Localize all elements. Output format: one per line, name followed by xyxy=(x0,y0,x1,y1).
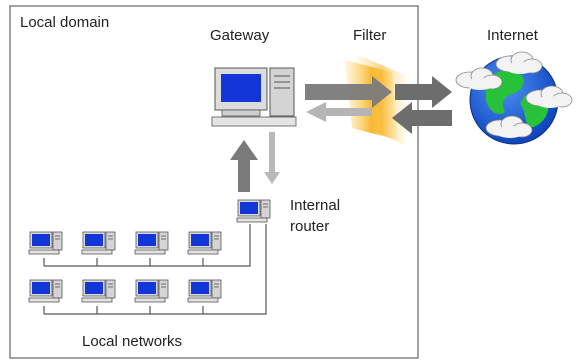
workstation-computer-icon xyxy=(28,231,63,255)
gateway-computer-icon xyxy=(211,67,297,127)
internal-router-label-line1: Internal xyxy=(290,197,340,214)
workstation-computer-icon xyxy=(81,279,116,303)
cloud-icon xyxy=(495,51,543,75)
workstation-computer-icon xyxy=(134,279,169,303)
workstation-computer-icon xyxy=(187,231,222,255)
arrow-icon xyxy=(305,76,452,134)
network-wiring xyxy=(43,224,267,315)
workstation-computer-icon xyxy=(134,231,169,255)
internal-router-label-line2: router xyxy=(290,218,329,235)
workstation-computer-icon xyxy=(187,279,222,303)
router-gateway-arrows xyxy=(230,132,280,192)
filter-label: Filter xyxy=(353,27,386,44)
local-domain-label: Local domain xyxy=(20,14,109,31)
local-domain-border xyxy=(9,5,419,359)
internet-label: Internet xyxy=(487,27,539,44)
local-networks-label: Local networks xyxy=(82,333,182,350)
gateway-label: Gateway xyxy=(210,27,270,44)
internal-router-icon xyxy=(236,199,271,223)
workstation-computer-icon xyxy=(28,279,63,303)
workstation-computer-icon xyxy=(81,231,116,255)
